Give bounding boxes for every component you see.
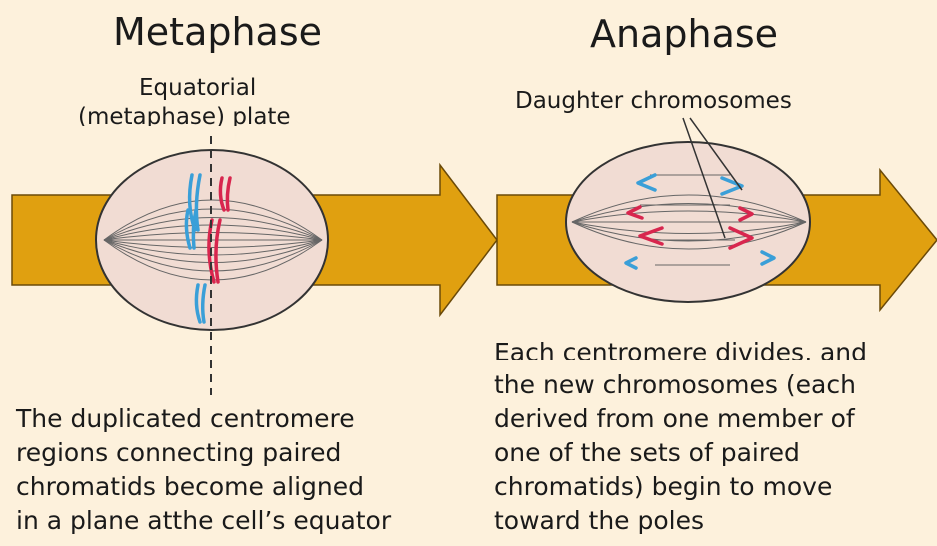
anaphase-description-line: Each centromere divides, and (494, 338, 867, 360)
metaphase-description-line: regions connecting paired (16, 438, 341, 468)
anaphase-title: Anaphase (590, 12, 778, 56)
metaphase-description-line: The duplicated centromere (16, 404, 355, 434)
anaphase-description-line: derived from one member of (494, 404, 855, 434)
metaphase-description-line: chromatids become aligned (16, 472, 364, 502)
anaphase-description-line: the new chromosomes (each (494, 370, 856, 400)
daughter-chromosomes-label: Daughter chromosomes (515, 88, 792, 114)
anaphase-description-line: one of the sets of paired (494, 438, 800, 468)
anaphase-cell (566, 118, 810, 302)
anaphase-description-line: chromatids) begin to move (494, 472, 832, 502)
metaphase-cell (96, 136, 328, 395)
metaphase-title: Metaphase (113, 10, 322, 54)
anaphase-description-line: toward the poles (494, 506, 704, 536)
plate-label-line2: (metaphase) plate (78, 104, 291, 126)
plate-label-line1: Equatorial (139, 75, 256, 101)
metaphase-description-line: in a plane atthe cell’s equator (16, 506, 391, 536)
